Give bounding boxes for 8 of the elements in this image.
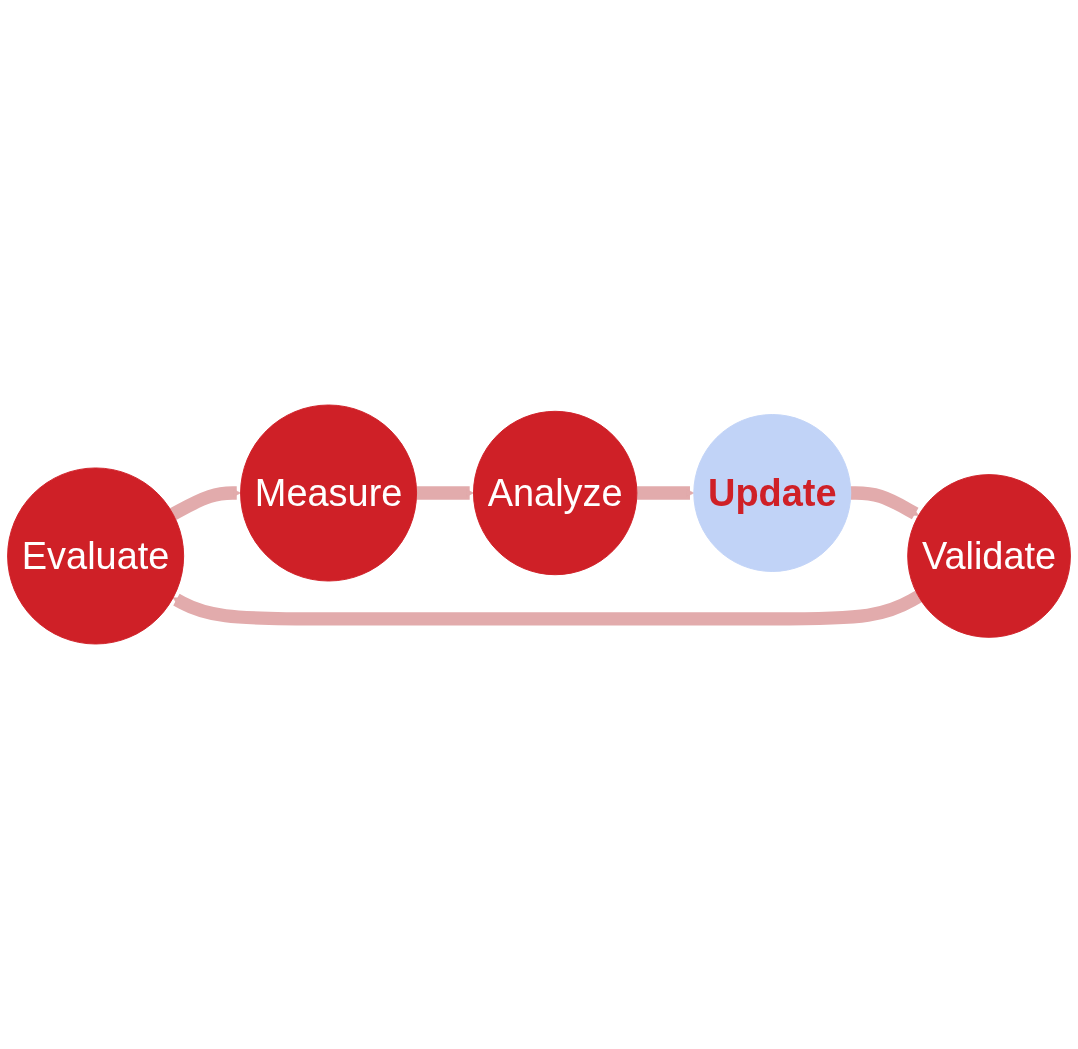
arrow (172, 590, 922, 626)
node-circle: Evaluate (7, 467, 185, 645)
node-circle: Measure (240, 404, 418, 582)
node-circle: Update (693, 414, 852, 572)
arrow (635, 486, 695, 500)
arrow (169, 486, 241, 520)
node-circle: Validate (907, 474, 1071, 638)
node-circle: Analyze (473, 410, 638, 576)
